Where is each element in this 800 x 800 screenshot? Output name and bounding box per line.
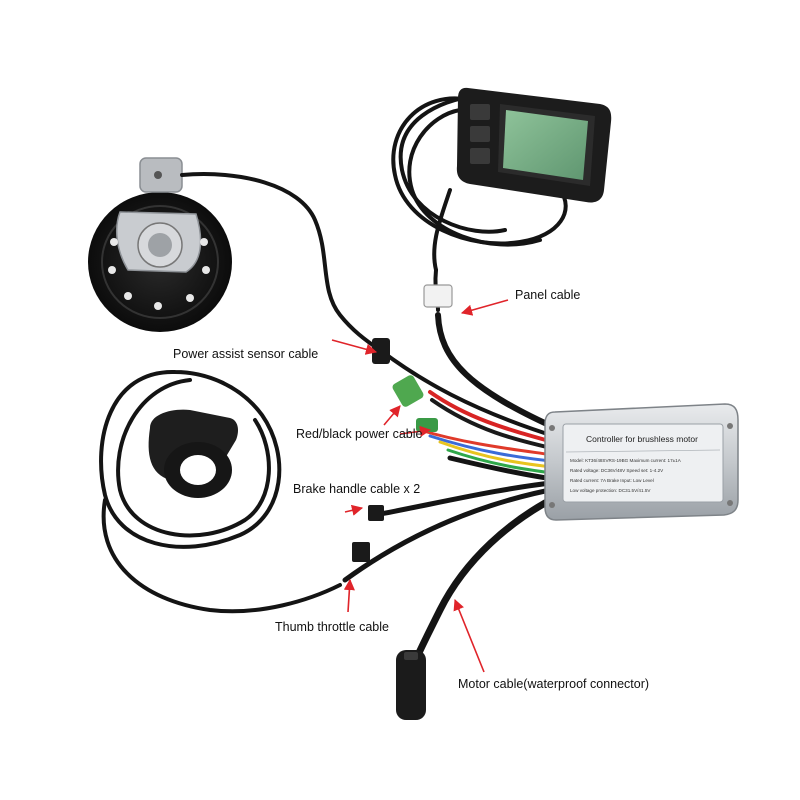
controller-spec-line: Rated current: 7A Brake Input: Low Level: [570, 478, 654, 483]
throttle-cable-coil: [99, 369, 342, 614]
callout-motor-cable: Motor cable(waterproof connector): [458, 677, 650, 691]
callout-power-assist-sensor-cable: Power assist sensor cable: [173, 347, 319, 361]
callout-brake-handle-cable: Brake handle cable x 2: [293, 482, 421, 496]
lcd-screen: [503, 110, 588, 180]
arrow-brake: [344, 504, 364, 516]
pas-sensor-disc: [88, 157, 232, 332]
arrow-panel: [460, 299, 509, 316]
callout-panel-cable: Panel cable: [515, 288, 581, 302]
arrow-throttle: [343, 578, 355, 613]
controller-spec-line: Low voltage protection: DC31.5V/41.5V: [570, 488, 651, 493]
display-button-top: [470, 104, 490, 120]
controller-spec-line: Model: KT36/48SVRS-19BG Maximum current:…: [570, 458, 682, 463]
connectors: [352, 284, 453, 720]
controller-box: [544, 403, 739, 521]
callout-arrows: [331, 299, 509, 673]
controller-title: Controller for brushless motor: [586, 434, 698, 444]
arrow-motor: [453, 598, 485, 673]
pas-cable: [180, 172, 382, 352]
arrow-power-2: [399, 425, 432, 437]
controller-spec-line: Rated voltage: DC36V/48V Speed set: 1-4.…: [570, 468, 664, 473]
arrow-power-1: [383, 405, 401, 426]
display-button-bottom: [470, 148, 490, 164]
callout-thumb-throttle-cable: Thumb throttle cable: [275, 620, 389, 634]
arrow-pas: [331, 339, 378, 355]
thumb-throttle: [148, 409, 238, 498]
lcd-display-unit: [456, 87, 612, 203]
callout-red-black-power-cable: Red/black power cable: [296, 427, 423, 441]
display-button-middle: [470, 126, 490, 142]
